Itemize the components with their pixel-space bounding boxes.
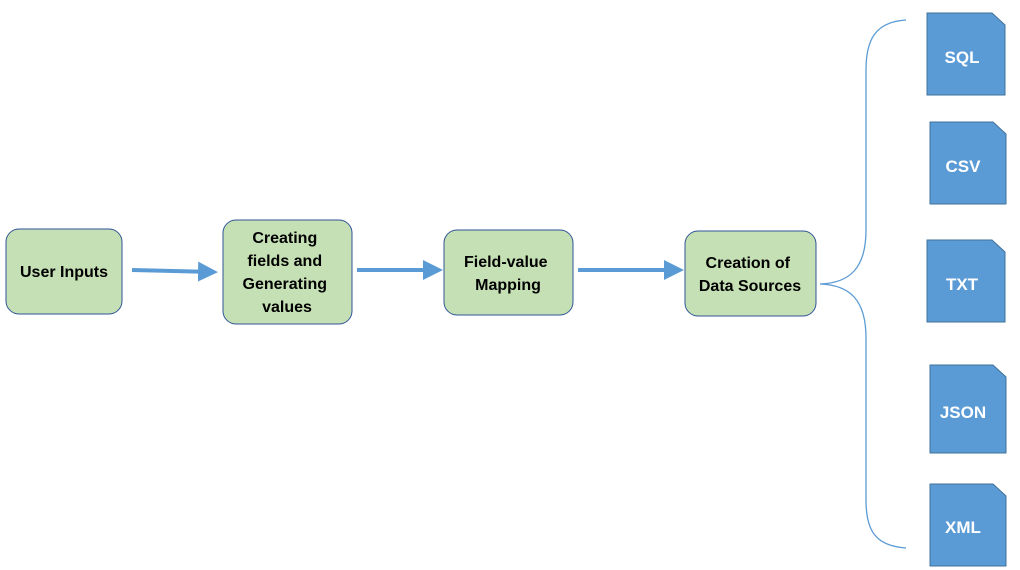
process-step-creation-of-data-sources: Creation of Data Sources [684,230,817,317]
process-box [684,230,817,317]
process-step-field-value-mapping: Field-value Mapping [443,229,574,316]
data-source-xml: XML [929,483,1007,567]
document-icon [929,483,1007,567]
flow-arrow [131,261,218,282]
data-source-label: XML [945,518,981,537]
process-label: Creation of Data Sources [699,255,801,295]
process-step-creating-fields: Creating fields and Generating values [222,219,353,325]
process-step-user-inputs: User Inputs [5,228,123,315]
brace-connector [819,19,907,549]
data-source-json: JSON [929,364,1007,454]
data-source-sql: SQL [926,12,1006,96]
document-icon [929,364,1007,454]
document-icon [926,12,1006,96]
process-label: Creating fields and Generating values [243,230,332,316]
document-icon [926,239,1006,323]
document-icon [929,121,1007,205]
process-box [5,228,123,315]
data-source-label: TXT [946,275,979,294]
data-source-label: CSV [946,157,982,176]
data-source-txt: TXT [926,239,1006,323]
process-box [222,219,353,325]
process-label: Field-value Mapping [464,254,552,294]
process-box [443,229,574,316]
data-source-label: JSON [940,403,986,422]
data-source-csv: CSV [929,121,1007,205]
process-label: User Inputs [20,264,108,281]
data-source-label: SQL [945,48,980,67]
